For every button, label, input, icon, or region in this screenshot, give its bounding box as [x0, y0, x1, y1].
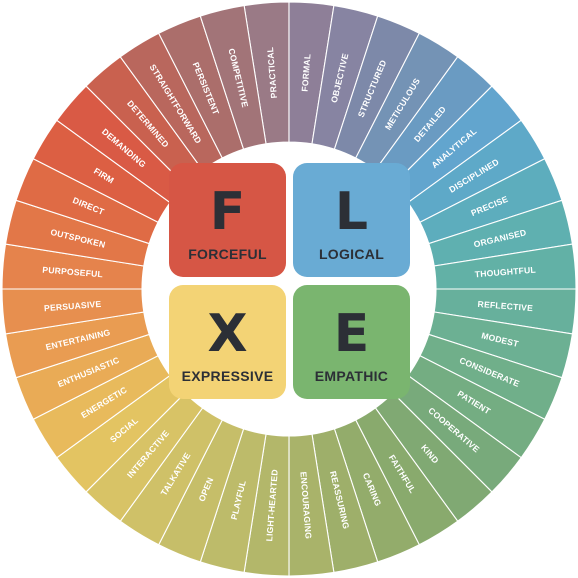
wheel-segment-label: PURPOSEFUL [42, 265, 103, 280]
quadrant-empathic: E EMPATHIC [293, 285, 410, 399]
quadrant-logical: L LOGICAL [293, 163, 410, 277]
wheel-segment-detailed: DETAILED [374, 56, 493, 186]
wheel-segment-social: SOCIAL [56, 374, 186, 493]
wheel-segment-label: PERSUASIVE [44, 299, 102, 313]
wheel-segment-label: THOUGHTFUL [474, 265, 536, 280]
wheel-segment-label: PRACTICAL [265, 47, 279, 99]
quadrant-forceful: F FORCEFUL [169, 163, 286, 277]
quadrant-empathic-label: EMPATHIC [315, 368, 388, 384]
quadrant-forceful-letter: F [210, 182, 246, 242]
quadrant-logical-letter: L [335, 182, 368, 242]
quadrant-forceful-label: FORCEFUL [188, 246, 267, 262]
quadrant-expressive-label: EXPRESSIVE [182, 368, 274, 384]
quadrant-forceful-tile [169, 163, 286, 277]
quadrant-empathic-letter: E [334, 304, 370, 364]
quadrant-expressive: X EXPRESSIVE [169, 285, 286, 399]
wheel-segment-purposeful: PURPOSEFUL [1, 243, 145, 290]
quadrant-expressive-tile [169, 285, 286, 399]
quadrant-logical-label: LOGICAL [319, 246, 384, 262]
wheel-segment-label: FORMAL [300, 53, 313, 92]
quadrant-empathic-tile [293, 285, 410, 399]
wheel-segment-persistent: PERSISTENT [157, 15, 245, 159]
wheel-segment-label: REFLECTIVE [477, 299, 533, 313]
quadrant-logical-tile [293, 163, 410, 277]
quadrant-expressive-letter: X [207, 304, 247, 364]
wheel-segment-encouraging: ENCOURAGING [288, 433, 335, 577]
